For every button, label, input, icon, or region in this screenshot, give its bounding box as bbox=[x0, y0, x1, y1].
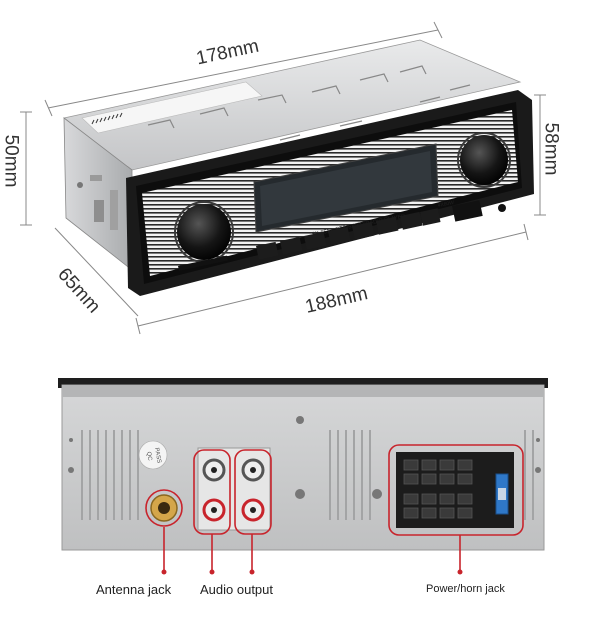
antenna-jack-label: Antenna jack bbox=[96, 582, 172, 597]
barcode bbox=[91, 112, 123, 125]
qc-pass-sticker bbox=[138, 440, 168, 470]
connector-pins bbox=[403, 459, 473, 519]
side-details bbox=[77, 175, 118, 230]
pass-label: PASS bbox=[153, 447, 162, 463]
screw-holes bbox=[68, 416, 541, 499]
preset-button-3[interactable] bbox=[304, 231, 327, 250]
rca-jacks bbox=[202, 458, 265, 522]
card-slot bbox=[178, 255, 228, 271]
preset-button-6[interactable] bbox=[375, 216, 399, 235]
power-rating: 4X60W bbox=[437, 200, 455, 209]
tuning-knob[interactable] bbox=[460, 135, 508, 185]
dimension-lines bbox=[20, 21, 546, 335]
usb-slot bbox=[452, 200, 483, 222]
volume-knob[interactable] bbox=[177, 204, 231, 260]
top-vents bbox=[147, 65, 471, 141]
rear-vents bbox=[81, 430, 534, 520]
callout-dots bbox=[161, 569, 463, 575]
audio-output-label: Audio output bbox=[200, 582, 274, 597]
preset-button-8[interactable] bbox=[420, 208, 441, 226]
preset-button-7[interactable] bbox=[400, 211, 423, 230]
preset-button-4[interactable] bbox=[327, 226, 351, 245]
preset-buttons bbox=[255, 208, 441, 260]
aux-port bbox=[498, 204, 506, 212]
preset-button-2[interactable] bbox=[280, 236, 303, 255]
callout-outlines bbox=[145, 444, 524, 572]
qc-label: QC bbox=[145, 451, 153, 462]
front-height-dimension-label: 58mm bbox=[540, 122, 562, 176]
power-horn-jack-label: Power/horn jack bbox=[426, 583, 505, 595]
preset-button-1[interactable] bbox=[255, 241, 279, 260]
top-sticker bbox=[81, 81, 263, 134]
preset-button-5[interactable] bbox=[352, 221, 375, 240]
rear-panel-top-edge bbox=[58, 378, 548, 388]
height-dimension-label: 50mm bbox=[0, 134, 22, 188]
